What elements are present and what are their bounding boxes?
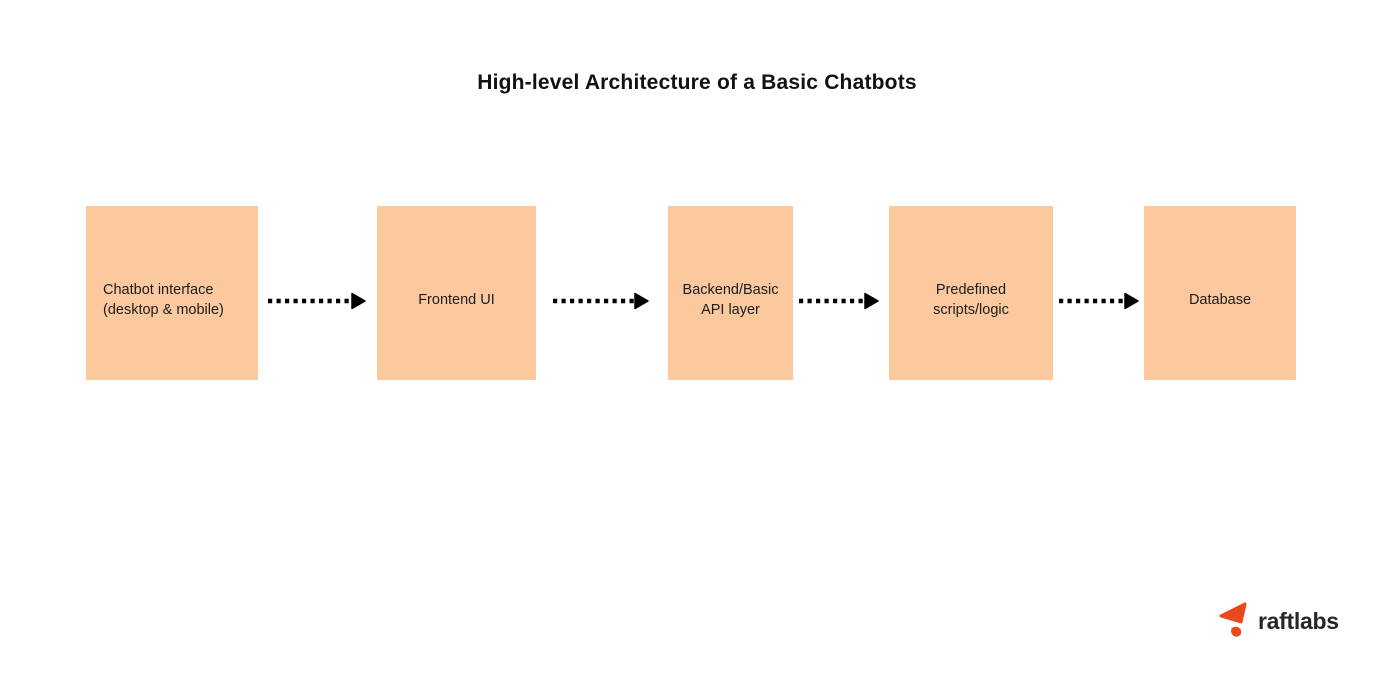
- logo-text: raftlabs: [1258, 607, 1339, 634]
- node-label: Chatbot interface (desktop & mobile): [103, 282, 224, 318]
- dotted-arrow-icon: [1059, 292, 1139, 310]
- dotted-arrow-icon: [268, 292, 366, 310]
- raftlabs-arrow-icon: [1219, 602, 1247, 637]
- node-predefined-scripts-logic: Predefined scripts/logic: [889, 206, 1053, 380]
- node-backend-api-layer: Backend/Basic API layer: [668, 206, 793, 380]
- dotted-arrow-icon: [553, 292, 649, 310]
- node-label: Predefined scripts/logic: [933, 282, 1009, 318]
- node-database: Database: [1144, 206, 1296, 380]
- diagram-title: High-level Architecture of a Basic Chatb…: [477, 71, 917, 94]
- node-label: Frontend UI: [418, 291, 495, 308]
- node-chatbot-interface: Chatbot interface (desktop & mobile): [86, 206, 258, 380]
- node-label: Backend/Basic API layer: [682, 282, 779, 318]
- dotted-arrow-icon: [799, 292, 879, 310]
- raftlabs-logo: raftlabs: [1219, 600, 1339, 640]
- node-label: Database: [1188, 291, 1252, 308]
- node-frontend-ui: Frontend UI: [377, 206, 536, 380]
